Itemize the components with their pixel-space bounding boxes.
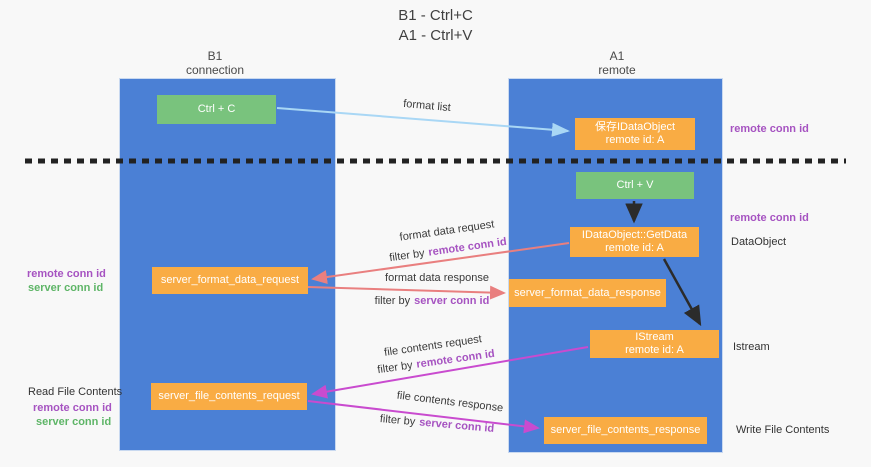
server-file-contents-request-node: server_file_contents_request [151,383,307,410]
format-data-response-label: format data response [385,272,489,284]
format-data-response-arrow [307,285,506,300]
format-list-label: format list [402,97,452,115]
diagram-title: B1 - Ctrl+C A1 - Ctrl+V [0,6,871,46]
remote-conn-id-annotation-left2: remote conn id [33,402,112,414]
getdata-line1: IDataObject::GetData [581,229,688,241]
filter-by-text: filter by [379,413,416,429]
server-conn-id-text: server conn id [418,416,495,435]
save-dataobject-line1: 保存IDataObject [594,121,676,133]
istream-line2: remote id: A [625,344,684,356]
getdata-node: IDataObject::GetData remote id: A [570,227,699,257]
ctrl-c-label: Ctrl + C [197,103,236,115]
server-format-data-response-label: server_format_data_response [514,286,661,299]
left-column-name: B1 [207,49,223,63]
getdata-line2: remote id: A [605,242,664,254]
title-line2: A1 - Ctrl+V [398,27,473,44]
remote-conn-id-annotation-mid: remote conn id [730,212,809,224]
server-format-data-request-node: server_format_data_request [152,267,308,294]
server-file-contents-response-label: server_file_contents_response [550,424,701,436]
istream-node: IStream remote id: A [590,330,719,358]
ctrl-v-node: Ctrl + V [576,172,694,199]
server-conn-id-text: server conn id [414,295,490,307]
read-file-contents-annotation: Read File Contents [28,386,123,398]
istream-line1: IStream [635,331,674,343]
save-dataobject-node: 保存IDataObject remote id: A [575,118,695,150]
server-format-data-response-node: server_format_data_response [509,279,666,307]
filter-by-text: filter by [374,295,411,307]
save-dataobject-line2: remote id: A [605,134,665,146]
remote-conn-id-text: remote conn id [427,235,508,259]
filter-by-text: filter by [376,359,414,377]
left-column-header: B1 connection [135,49,295,77]
title-line1: B1 - Ctrl+C [398,7,473,24]
right-column-role: remote [598,63,636,77]
ctrl-c-node: Ctrl + C [157,95,276,124]
remote-conn-id-annotation-top: remote conn id [730,123,809,135]
left-column-role: connection [185,63,245,77]
istream-annotation: Istream [733,341,770,353]
right-column-name: A1 [609,49,625,63]
filter-by-text: filter by [388,247,426,265]
dataobject-annotation: DataObject [731,236,787,248]
server-file-contents-request-label: server_file_contents_request [158,390,300,402]
server-format-data-request-label: server_format_data_request [160,274,300,286]
file-contents-response-label: file contents response [396,389,504,415]
server-conn-id-annotation-left1: server conn id [28,282,104,294]
ctrl-v-label: Ctrl + V [616,179,654,191]
remote-conn-id-annotation-left1: remote conn id [27,268,106,280]
write-file-contents-annotation: Write File Contents [736,424,830,436]
server-conn-id-annotation-left2: server conn id [36,416,112,428]
right-column-header: A1 remote [537,49,697,77]
server-file-contents-response-node: server_file_contents_response [544,417,707,444]
